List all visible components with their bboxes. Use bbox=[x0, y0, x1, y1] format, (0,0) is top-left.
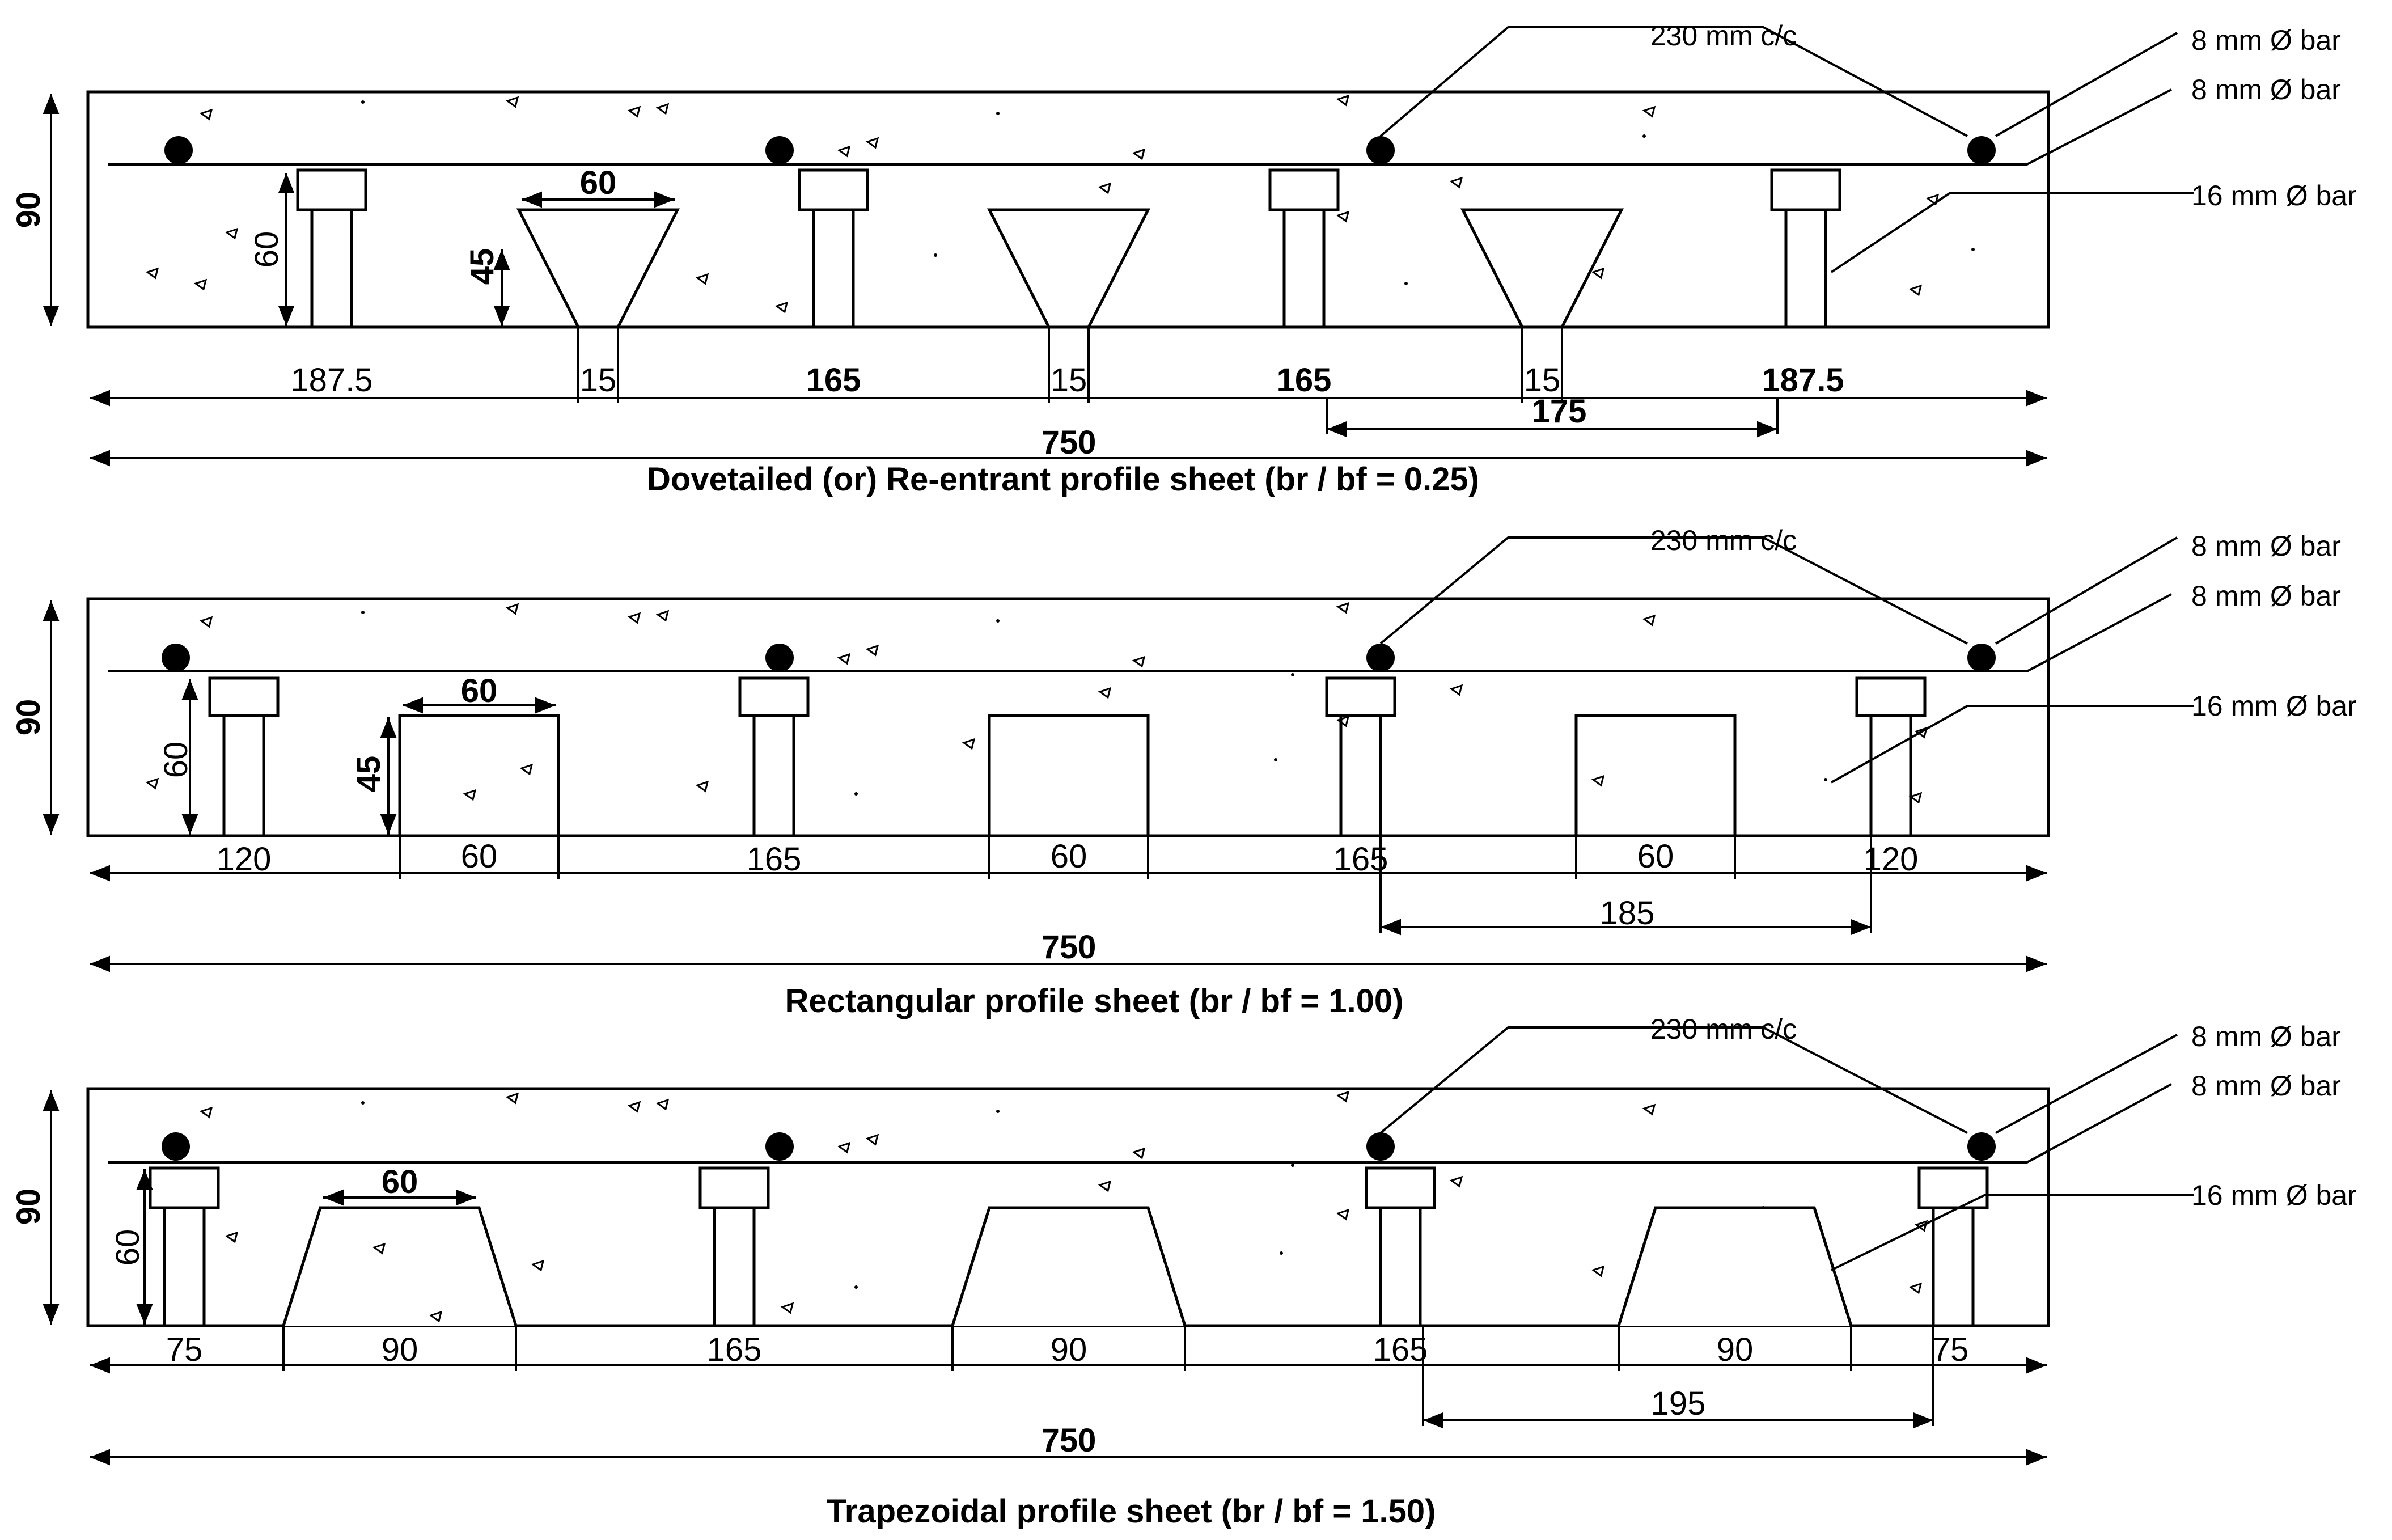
texts: 90 60 60 230 mm c/c 8 mm Ø bar 8 mm Ø ba… bbox=[10, 1013, 2357, 1530]
bottom-bar-label: 8 mm Ø bar bbox=[2191, 74, 2341, 105]
shear-studs bbox=[296, 168, 1841, 329]
bottom-dim-1: 187.5 bbox=[290, 362, 372, 399]
bottom-dim-5: 165 bbox=[1333, 841, 1388, 878]
panel-dovetailed: 90 60 45 60 230 mm c/c 8 mm Ø bar 8 mm Ø… bbox=[10, 20, 2357, 498]
bottom-dim-6: 15 bbox=[1524, 362, 1561, 399]
rib-top-label: 60 bbox=[461, 672, 498, 709]
main-bar-label: 16 mm Ø bar bbox=[2191, 1179, 2357, 1211]
caption: Trapezoidal profile sheet (br / bf = 1.5… bbox=[827, 1493, 1436, 1530]
reinforcement-leaders bbox=[1379, 1026, 2194, 1271]
bottom-dim-1: 75 bbox=[166, 1331, 203, 1368]
bottom-dim-7: 120 bbox=[1864, 841, 1919, 878]
top-bar-label: 8 mm Ø bar bbox=[2191, 1021, 2341, 1052]
top-rebars bbox=[164, 136, 1996, 164]
bottom-bar-label: 8 mm Ø bar bbox=[2191, 580, 2341, 612]
stud-height-label: 60 bbox=[248, 231, 285, 268]
span-label: 750 bbox=[1042, 1422, 1096, 1459]
bottom-dim-4: 15 bbox=[1051, 362, 1087, 399]
stud-spacing-label: 195 bbox=[1651, 1385, 1706, 1422]
depth-label: 90 bbox=[10, 192, 47, 229]
stud-spacing-label: 185 bbox=[1600, 895, 1655, 932]
aggregate-marks bbox=[145, 602, 1928, 804]
bottom-dim-4: 90 bbox=[1051, 1331, 1087, 1368]
top-bar-label: 8 mm Ø bar bbox=[2191, 24, 2341, 56]
shear-studs bbox=[149, 1166, 1989, 1327]
rib-top-label: 60 bbox=[382, 1164, 418, 1200]
panel-trapezoidal: 90 60 60 230 mm c/c 8 mm Ø bar 8 mm Ø ba… bbox=[10, 1013, 2357, 1530]
stud-height-label: 60 bbox=[109, 1229, 146, 1266]
dimension-lines bbox=[43, 94, 2047, 467]
rectangular-ribs bbox=[398, 714, 1737, 837]
spacing-label: 230 mm c/c bbox=[1650, 1013, 1797, 1045]
bottom-dim-1: 120 bbox=[217, 841, 272, 878]
top-rebars bbox=[162, 1132, 1996, 1161]
bottom-dim-3: 165 bbox=[747, 841, 802, 878]
main-bar-label: 16 mm Ø bar bbox=[2191, 180, 2357, 211]
trapezoidal-ribs bbox=[282, 1206, 1853, 1326]
depth-label: 90 bbox=[10, 699, 47, 736]
span-label: 750 bbox=[1042, 929, 1096, 966]
panel-rectangular: 90 60 45 60 230 mm c/c 8 mm Ø bar 8 mm Ø… bbox=[10, 524, 2357, 1019]
spacing-label: 230 mm c/c bbox=[1650, 20, 1797, 52]
dimension-lines bbox=[43, 600, 2047, 972]
bottom-dim-6: 60 bbox=[1637, 838, 1674, 875]
main-bar-label: 16 mm Ø bar bbox=[2191, 690, 2357, 722]
bottom-dim-7: 187.5 bbox=[1762, 362, 1844, 399]
bottom-dim-7: 75 bbox=[1932, 1331, 1969, 1368]
depth-label: 90 bbox=[10, 1188, 47, 1225]
top-bar-label: 8 mm Ø bar bbox=[2191, 530, 2341, 562]
bottom-dim-4: 60 bbox=[1051, 838, 1087, 875]
span-label: 750 bbox=[1042, 424, 1096, 461]
aggregate-marks bbox=[199, 1090, 1928, 1323]
stud-height-label: 60 bbox=[158, 742, 194, 779]
bottom-dim-5: 165 bbox=[1277, 362, 1332, 399]
bottom-dim-2: 15 bbox=[580, 362, 617, 399]
reinforcement-leaders bbox=[1379, 536, 2194, 784]
rib-top-label: 60 bbox=[580, 164, 617, 201]
bottom-dim-6: 90 bbox=[1717, 1331, 1754, 1368]
caption: Rectangular profile sheet (br / bf = 1.0… bbox=[785, 983, 1404, 1019]
bottom-dim-2: 60 bbox=[461, 838, 498, 875]
rib-depth-label: 45 bbox=[464, 248, 501, 285]
bottom-bar-label: 8 mm Ø bar bbox=[2191, 1070, 2341, 1102]
top-rebars bbox=[162, 644, 1996, 672]
rib-depth-label: 45 bbox=[350, 756, 387, 793]
bottom-dim-2: 90 bbox=[382, 1331, 418, 1368]
dovetail-ribs bbox=[516, 208, 1624, 329]
dimension-lines bbox=[43, 1090, 2047, 1466]
spacing-label: 230 mm c/c bbox=[1650, 524, 1797, 556]
texts: 90 60 45 60 230 mm c/c 8 mm Ø bar 8 mm Ø… bbox=[10, 20, 2357, 498]
shear-studs bbox=[208, 676, 1927, 837]
texts: 90 60 45 60 230 mm c/c 8 mm Ø bar 8 mm Ø… bbox=[10, 524, 2357, 1019]
caption: Dovetailed (or) Re-entrant profile sheet… bbox=[647, 461, 1479, 498]
bottom-dim-5: 165 bbox=[1373, 1331, 1428, 1368]
reinforcement-leaders bbox=[1379, 26, 2194, 273]
bottom-dim-3: 165 bbox=[806, 362, 861, 399]
stud-spacing-label: 175 bbox=[1532, 393, 1587, 430]
aggregate-marks bbox=[145, 94, 1975, 314]
bottom-dim-3: 165 bbox=[707, 1331, 762, 1368]
